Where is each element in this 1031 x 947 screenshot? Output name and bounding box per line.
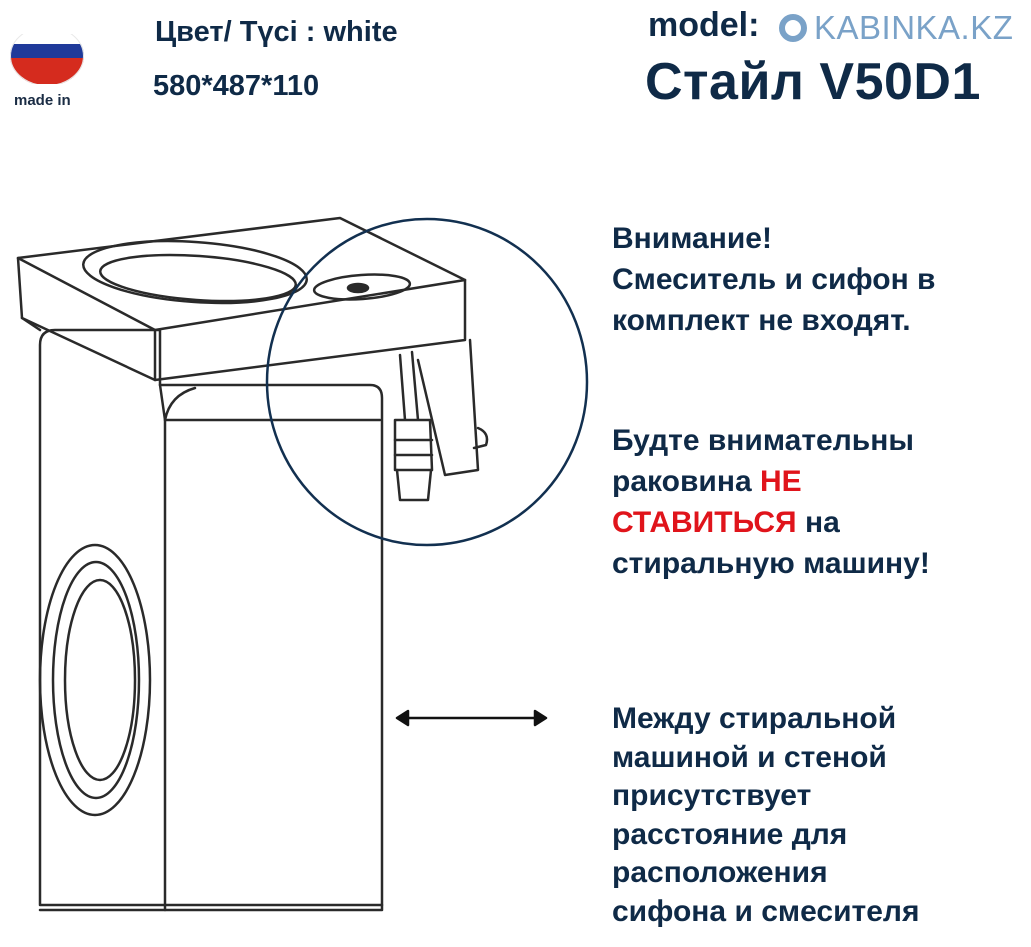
warning-line: СТАВИТЬСЯ на [612, 502, 930, 543]
dimensions-label: 580*487*110 [153, 70, 320, 102]
siphon-illustration [393, 338, 489, 502]
model-label: model: [648, 6, 760, 44]
sink-illustration [16, 216, 467, 382]
double-arrow-icon [395, 709, 548, 727]
made-in-label: made in [14, 92, 71, 109]
brand-name: KABINKA.KZ [814, 9, 1014, 46]
warning-text: на [796, 506, 840, 539]
sink-washing-machine-drawing [16, 216, 589, 912]
distance-line: присутствует [612, 779, 812, 812]
distance-line: машиной и стеной [612, 740, 887, 774]
russia-flag-icon [10, 34, 84, 84]
attention-note: Внимание! Смеситель и сифон в комплект н… [612, 218, 935, 341]
kabinka-logo-icon [779, 14, 807, 42]
distance-note: Между стиральной машиной и стеной присут… [612, 700, 919, 931]
brand-logo: KABINKA.KZ [778, 8, 1013, 48]
warning-line: стиральную машину! [612, 547, 930, 580]
warning-line: раковина НЕ [612, 461, 930, 502]
attention-line: Внимание! [612, 222, 772, 255]
warning-line: Будте внимательны [612, 424, 914, 457]
distance-line: Между стиральной [612, 702, 897, 735]
distance-line: расстояние для [612, 817, 848, 851]
warning-red-text: НЕ [759, 465, 802, 498]
warning-red-text: СТАВИТЬСЯ [612, 506, 797, 539]
washing-machine-illustration [38, 328, 384, 912]
attention-line: комплект не входят. [612, 304, 911, 337]
color-label: Цвет/ Түсі : white [155, 16, 398, 48]
warning-note: Будте внимательны раковина НЕ СТАВИТЬСЯ … [612, 420, 930, 584]
detail-circle [265, 217, 589, 547]
distance-line: сифона и смесителя [612, 894, 920, 928]
warning-text: раковина [612, 465, 760, 498]
distance-line: расположения [612, 856, 828, 889]
model-name: Стайл V50D1 [645, 53, 981, 111]
attention-line: Смеситель и сифон в [612, 263, 936, 296]
